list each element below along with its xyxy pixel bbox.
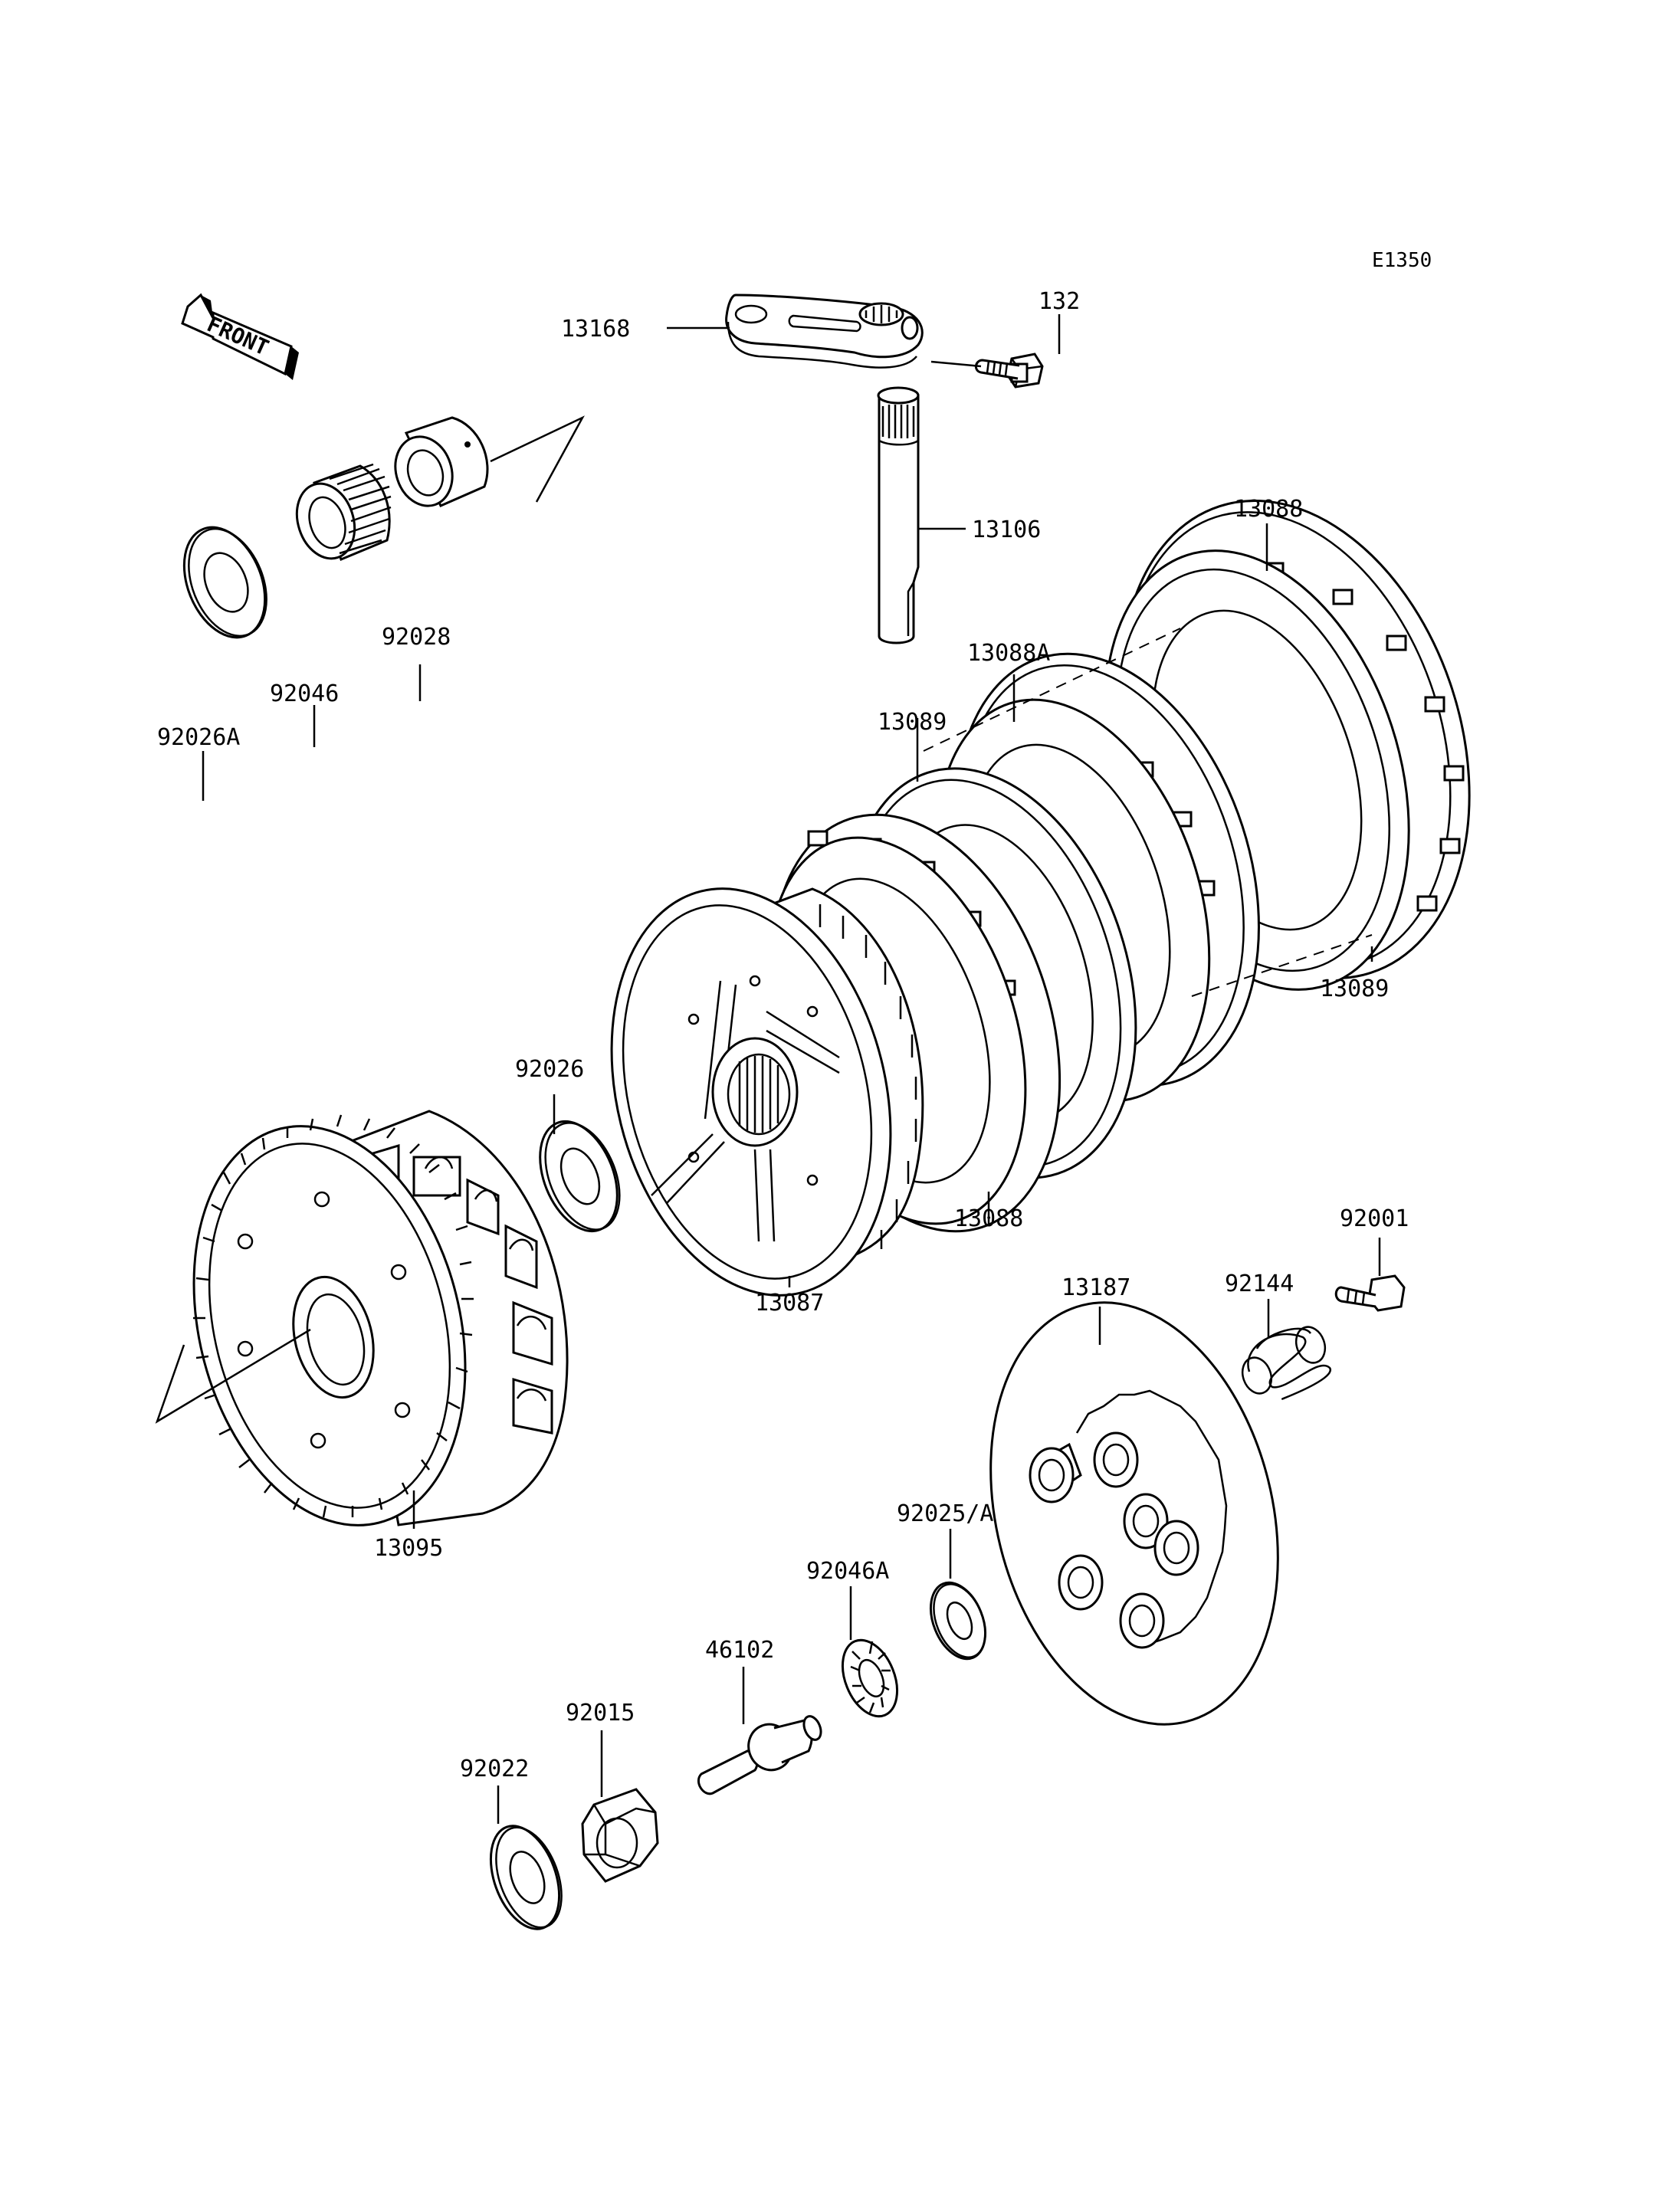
spring-bolt-92001	[1334, 1274, 1406, 1312]
label-13106: 13106	[972, 516, 1041, 543]
washer-92025A	[930, 1581, 986, 1661]
washer-92026A	[182, 526, 267, 639]
label-46102: 46102	[705, 1637, 774, 1664]
label-92046A: 92046A	[806, 1558, 889, 1585]
label-13087: 13087	[755, 1290, 824, 1317]
clutch-spring-92144	[1241, 1326, 1331, 1400]
label-92026: 92026	[515, 1056, 584, 1083]
pressure-plate-13187	[989, 1301, 1279, 1726]
front-direction-arrow-icon: FRONT	[181, 293, 299, 380]
label-92026A: 92026A	[157, 724, 240, 751]
label-13089-left: 13089	[878, 709, 947, 736]
label-13088A: 13088A	[967, 640, 1050, 667]
part-labels: 13168 132 13106 13088 13088A 13089 13089…	[157, 288, 1409, 1782]
lever-bolt-132	[975, 353, 1044, 389]
sleeve-92028	[394, 416, 489, 507]
clutch-hub-13087	[610, 887, 924, 1297]
label-13089-right: 13089	[1320, 976, 1389, 1002]
label-132: 132	[1039, 288, 1080, 315]
front-label: FRONT	[203, 311, 272, 360]
label-92046: 92046	[270, 680, 339, 707]
nut-washer-92022	[489, 1825, 563, 1930]
label-92025A: 92025/A	[897, 1500, 993, 1527]
release-shaft-13106	[877, 386, 920, 644]
needle-bearing-92046	[295, 463, 392, 561]
label-13095: 13095	[374, 1535, 443, 1562]
thrust-bearing-92046A	[842, 1638, 898, 1718]
label-92001: 92001	[1340, 1205, 1409, 1232]
diagram-code: E1350	[1372, 249, 1432, 272]
label-92028: 92028	[382, 624, 451, 651]
washer-92026	[539, 1120, 621, 1233]
label-13088-bottom: 13088	[954, 1205, 1023, 1232]
clutch-housing-13095	[192, 1110, 569, 1526]
label-13088-top: 13088	[1234, 496, 1303, 523]
push-rod-46102	[697, 1715, 822, 1795]
label-13168: 13168	[561, 316, 630, 343]
label-92015: 92015	[566, 1700, 635, 1726]
leader-lines	[202, 314, 1381, 1824]
label-13187: 13187	[1061, 1274, 1130, 1301]
hub-nut-92015	[581, 1788, 659, 1883]
label-92022: 92022	[460, 1756, 529, 1782]
release-lever-13168	[725, 293, 924, 369]
label-92144: 92144	[1225, 1271, 1294, 1297]
